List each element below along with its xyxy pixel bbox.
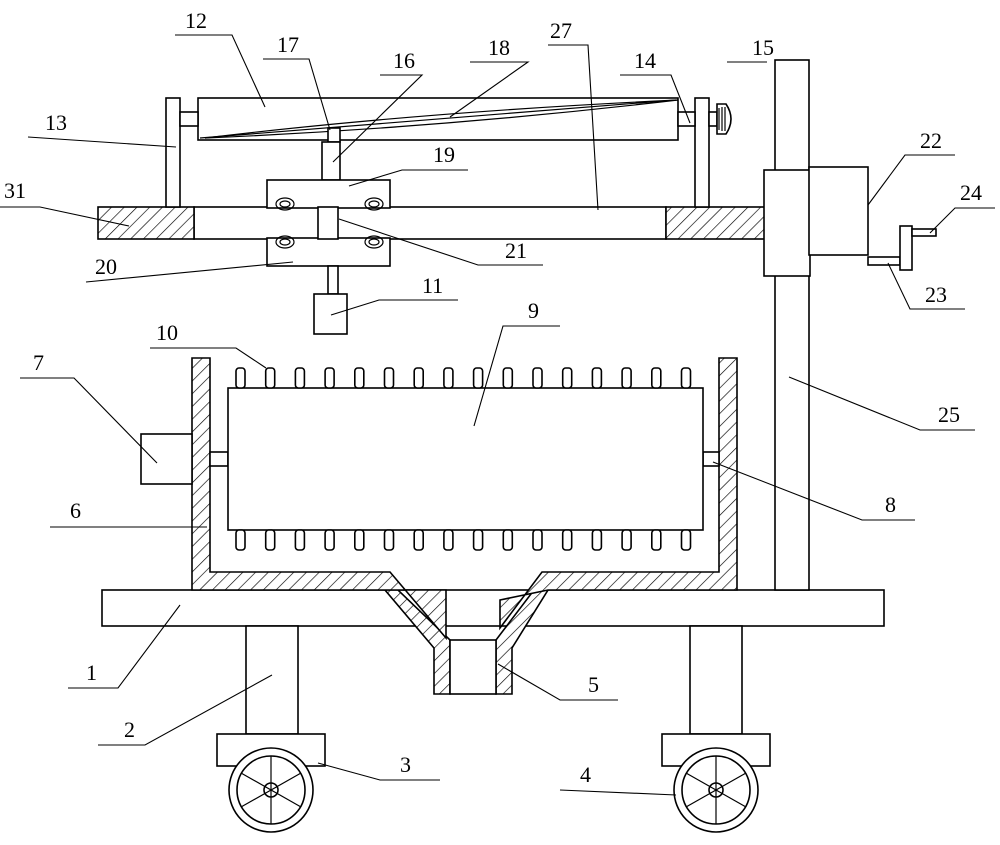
tooth-top bbox=[264, 367, 276, 389]
label-24: 24 bbox=[960, 180, 982, 205]
tooth-top bbox=[621, 367, 632, 389]
right-leg bbox=[689, 625, 743, 735]
tooth-bottom bbox=[235, 529, 246, 551]
label-10: 10 bbox=[156, 320, 178, 345]
roller-shaft-left bbox=[209, 451, 229, 467]
tooth-top bbox=[383, 367, 395, 389]
tooth-top bbox=[324, 367, 335, 389]
lifting-block-plate bbox=[763, 169, 811, 277]
tooth-top bbox=[680, 367, 692, 389]
label-18: 18 bbox=[488, 35, 510, 60]
label-1: 1 bbox=[86, 660, 97, 685]
tooth-top bbox=[235, 367, 246, 389]
label-3: 3 bbox=[400, 752, 411, 777]
label-23: 23 bbox=[925, 282, 947, 307]
spiral-groove bbox=[199, 99, 677, 139]
tooth-bottom bbox=[324, 529, 335, 551]
tooth-bottom bbox=[591, 529, 603, 551]
cross-beam-right-block bbox=[665, 206, 776, 240]
tooth-top bbox=[294, 367, 306, 389]
left-support-post bbox=[165, 97, 181, 208]
tooth-top bbox=[443, 367, 454, 389]
connecting-rod bbox=[321, 141, 341, 181]
roller-axle-right bbox=[677, 111, 696, 127]
tooth-bottom bbox=[353, 529, 365, 551]
label-5: 5 bbox=[588, 672, 599, 697]
leader-lines bbox=[0, 34, 995, 796]
label-20: 20 bbox=[95, 254, 117, 279]
stirring-drum bbox=[227, 387, 704, 531]
label-19: 19 bbox=[433, 142, 455, 167]
tooth-bottom bbox=[294, 529, 306, 551]
label-4: 4 bbox=[580, 762, 591, 787]
tooth-bottom bbox=[532, 529, 543, 551]
left-wheel bbox=[228, 747, 314, 833]
label-11: 11 bbox=[422, 273, 443, 298]
roller-axle-left bbox=[179, 111, 199, 127]
slider-center bbox=[317, 206, 339, 240]
label-9: 9 bbox=[528, 298, 539, 323]
label-17: 17 bbox=[277, 32, 299, 57]
slider-rollers bbox=[275, 197, 384, 249]
tooth-top bbox=[532, 367, 543, 389]
label-2: 2 bbox=[124, 717, 135, 742]
tooth-top bbox=[650, 367, 662, 389]
hopper-outlet bbox=[449, 639, 497, 695]
label-13: 13 bbox=[45, 110, 67, 135]
label-8: 8 bbox=[885, 492, 896, 517]
label-22: 22 bbox=[920, 128, 942, 153]
tooth-bottom bbox=[472, 529, 484, 551]
tooth-top bbox=[502, 367, 514, 389]
right-support-post bbox=[694, 97, 710, 208]
drying-box-shell-right bbox=[499, 357, 738, 631]
part-labels: 12 17 16 18 27 14 15 13 19 22 31 24 21 2… bbox=[4, 8, 982, 787]
label-31: 31 bbox=[4, 178, 26, 203]
label-15: 15 bbox=[752, 35, 774, 60]
label-16: 16 bbox=[393, 48, 415, 73]
stirring-teeth bbox=[235, 367, 692, 551]
label-7: 7 bbox=[33, 350, 44, 375]
tooth-bottom bbox=[443, 529, 454, 551]
cross-beam-left-block bbox=[97, 206, 195, 240]
tooth-top bbox=[472, 367, 484, 389]
tooth-bottom bbox=[650, 529, 662, 551]
slider-upper bbox=[266, 179, 391, 209]
cross-beam bbox=[193, 206, 667, 240]
tooth-bottom bbox=[264, 529, 276, 551]
drive-motor bbox=[140, 433, 193, 485]
label-14: 14 bbox=[634, 48, 656, 73]
spray-nozzle bbox=[313, 293, 348, 335]
label-12: 12 bbox=[185, 8, 207, 33]
guide-pin bbox=[327, 127, 341, 143]
top-motor bbox=[716, 103, 732, 135]
label-21: 21 bbox=[505, 238, 527, 263]
right-wheel bbox=[673, 747, 759, 833]
tooth-bottom bbox=[680, 529, 692, 551]
motor-shaft-right bbox=[708, 111, 718, 127]
tooth-bottom bbox=[413, 529, 425, 551]
vertical-column bbox=[774, 59, 810, 591]
hand-wheel-knob bbox=[911, 228, 937, 237]
label-27: 27 bbox=[550, 18, 572, 43]
tooth-top bbox=[561, 367, 573, 389]
nozzle-stem bbox=[327, 265, 339, 295]
tooth-bottom bbox=[561, 529, 573, 551]
base-plate bbox=[101, 589, 885, 627]
adjusting-screw bbox=[867, 256, 901, 266]
slider-lower bbox=[266, 237, 391, 267]
left-leg bbox=[245, 625, 299, 735]
label-6: 6 bbox=[70, 498, 81, 523]
tooth-top bbox=[591, 367, 603, 389]
tooth-bottom bbox=[383, 529, 395, 551]
tooth-top bbox=[413, 367, 425, 389]
tooth-bottom bbox=[621, 529, 632, 551]
hand-wheel bbox=[899, 225, 913, 271]
tooth-top bbox=[353, 367, 365, 389]
lifting-block-housing bbox=[808, 166, 869, 256]
tooth-bottom bbox=[502, 529, 514, 551]
label-25: 25 bbox=[938, 402, 960, 427]
